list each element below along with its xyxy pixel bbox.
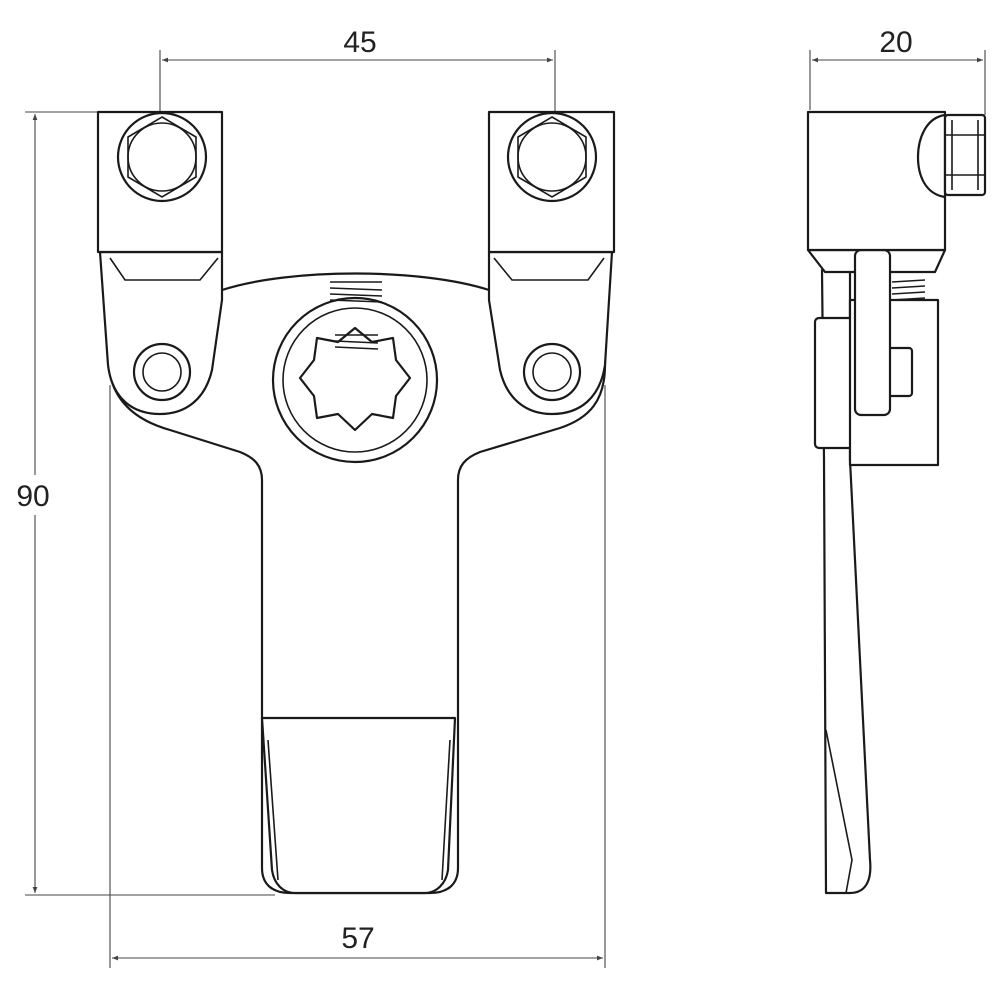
main-plate (106, 272, 607, 895)
dimension-label-90: 90 (16, 480, 49, 513)
dimension-height: 90 (10, 111, 275, 896)
splined-bore (298, 326, 412, 432)
right-lug (487, 250, 614, 416)
left-lug (98, 250, 224, 416)
side-spring (891, 279, 926, 301)
left-hex-bolt (116, 111, 208, 203)
dimension-overall-width: 57 (109, 385, 606, 968)
pressure-pad (260, 716, 457, 895)
dimension-label-45: 45 (343, 26, 376, 59)
dimension-side-width: 20 (809, 26, 986, 115)
dimension-bolt-spacing: 45 (159, 26, 556, 140)
side-bolt-head (943, 113, 987, 197)
dimension-label-57: 57 (341, 922, 374, 955)
front-view (96, 110, 616, 895)
side-plate (813, 316, 855, 450)
dimension-label-20: 20 (879, 26, 912, 59)
spring-coil (329, 281, 383, 350)
side-view (806, 110, 987, 895)
side-pin (886, 346, 914, 398)
right-hex-bolt (506, 111, 598, 203)
side-link (853, 248, 892, 417)
